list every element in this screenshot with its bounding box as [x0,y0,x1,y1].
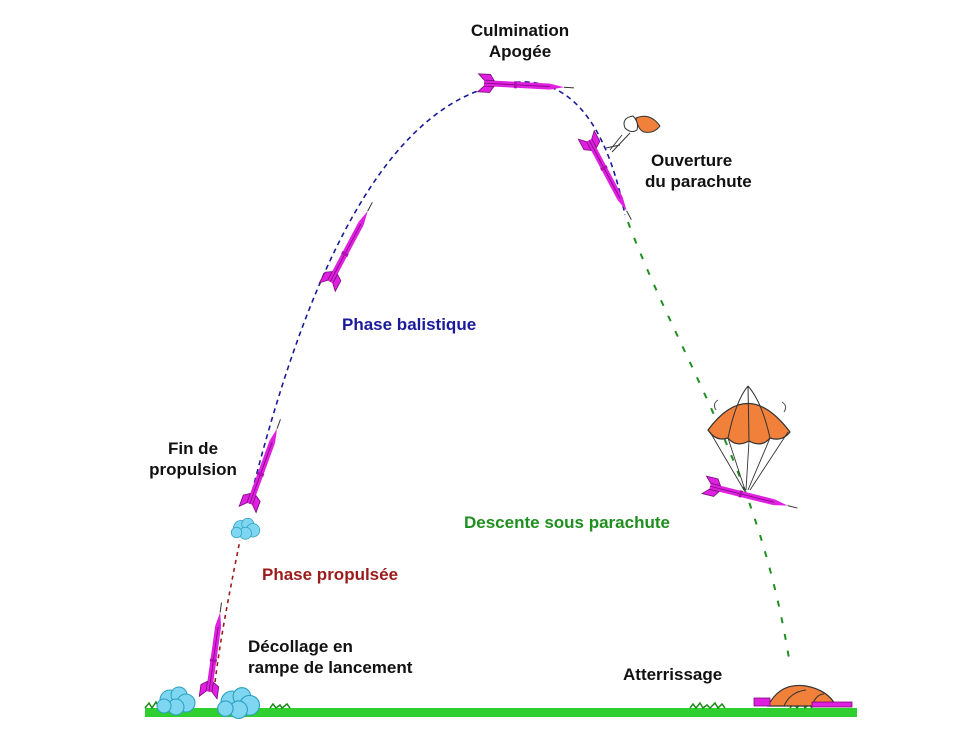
apogee-label-line1: Culmination [470,21,570,40]
parachute-icon [707,385,791,491]
powered-phase-trajectory [213,539,241,691]
smoke-cloud-icon [217,687,261,720]
landing-label: Atterrissage [623,665,723,684]
rocket-icon [478,74,575,97]
parachute-icon [605,115,661,153]
liftoff-label-line1: Décollage en [248,637,353,656]
landed-parachute-icon [753,684,853,708]
end-of-propulsion-line2: propulsion [149,460,237,479]
smoke-cloud-icon [230,517,261,540]
liftoff-label: Décollage en rampe de lancement [248,636,412,678]
parachute-opening-label: Ouverture du parachute [645,150,752,192]
parachute-opening-line2: du parachute [645,172,752,191]
smoke-cloud-icon [156,686,196,716]
ballistic-phase-label: Phase balistique [342,315,477,334]
apogee-label-line2: Apogée [488,42,552,61]
rocket-icon [578,131,639,224]
descent-label: Descente sous parachute [464,513,670,532]
apogee-label: Culmination Apogée [450,20,590,62]
powered-phase-label: Phase propulsée [262,565,399,584]
end-of-propulsion-label: Fin de propulsion [128,438,258,480]
descent-trajectory [627,221,791,666]
rocket-icon [319,198,380,291]
liftoff-label-line2: rampe de lancement [248,658,413,677]
end-of-propulsion-line1: Fin de [167,439,219,458]
ballistic-phase-trajectory [249,81,626,501]
parachute-opening-line1: Ouverture [651,151,733,170]
